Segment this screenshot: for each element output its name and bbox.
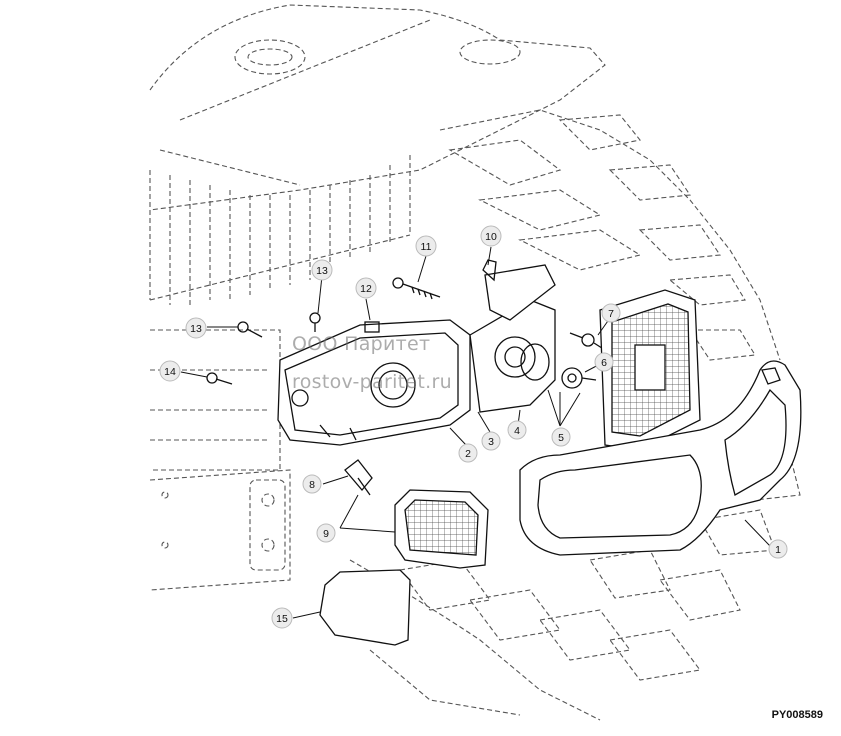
figure-code: PY008589: [771, 709, 823, 721]
watermark-line2: rostov-paritet.ru: [292, 371, 452, 393]
svg-text:9: 9: [323, 528, 329, 540]
callout-7: 7: [601, 303, 621, 323]
connector: [344, 459, 373, 496]
callout-8: 8: [302, 474, 322, 494]
callout-12: 12: [355, 277, 377, 299]
tractor-background: [149, 4, 801, 721]
svg-text:2: 2: [465, 448, 471, 460]
hood-slot-left: [234, 39, 306, 75]
parts: [206, 259, 802, 646]
lens-cover: [319, 569, 411, 646]
svg-text:14: 14: [164, 366, 176, 378]
headlight-housing: [277, 319, 471, 446]
svg-text:11: 11: [421, 241, 432, 253]
indicator-lens: [394, 489, 489, 569]
headlamp-lens: [599, 289, 701, 451]
callout-13a: 13: [311, 259, 333, 281]
front-bezel: [519, 360, 802, 556]
callout-11: 11: [415, 235, 437, 257]
callout-10: 10: [480, 225, 502, 247]
long-bolt: [392, 277, 441, 300]
hood-slot-right: [459, 39, 521, 65]
bulb-6: [561, 367, 597, 389]
svg-text:4: 4: [514, 425, 520, 437]
callout-4: 4: [507, 420, 527, 440]
clip: [482, 259, 497, 282]
callouts: 1 2 3 4 5 6 7 8 9 10 11 12 13 13 14 15: [159, 225, 788, 629]
svg-text:7: 7: [608, 308, 614, 320]
watermark-line1: ООО Паритет: [292, 333, 431, 355]
callout-6: 6: [594, 352, 614, 372]
callout-3: 3: [481, 431, 501, 451]
svg-text:6: 6: [601, 357, 607, 369]
svg-text:8: 8: [309, 479, 315, 491]
clip-bracket: [484, 264, 556, 321]
retaining-ring: [520, 343, 550, 381]
leader-lines: [180, 246, 771, 619]
callout-1: 1: [768, 539, 788, 559]
bolt-14: [206, 372, 233, 385]
svg-text:1: 1: [775, 544, 781, 556]
callout-9: 9: [316, 523, 336, 543]
nut: [364, 321, 380, 333]
callout-15: 15: [271, 607, 293, 629]
svg-text:13: 13: [316, 265, 328, 277]
callout-14: 14: [159, 360, 181, 382]
svg-text:5: 5: [558, 432, 564, 444]
svg-text:10: 10: [485, 231, 497, 243]
svg-text:15: 15: [276, 613, 288, 625]
bulb-7: [569, 332, 606, 351]
bolt-13a: [309, 312, 321, 332]
callout-5: 5: [551, 427, 571, 447]
callout-2: 2: [458, 443, 478, 463]
callout-13b: 13: [185, 317, 207, 339]
svg-text:3: 3: [488, 436, 494, 448]
svg-text:12: 12: [360, 283, 372, 295]
svg-text:13: 13: [190, 323, 202, 335]
